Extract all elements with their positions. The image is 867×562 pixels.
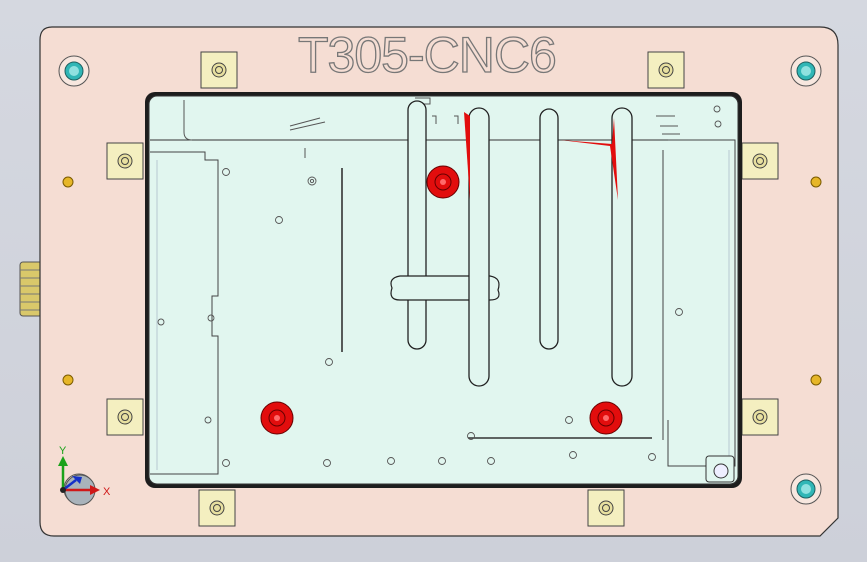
locator-pin-top-right[interactable] <box>790 55 822 87</box>
workpiece-pocket[interactable] <box>145 92 742 488</box>
slot-2[interactable] <box>468 107 490 387</box>
slot-1[interactable] <box>407 100 427 350</box>
dowel-pin-right-bottom[interactable] <box>810 374 822 386</box>
clamp-block-left-top[interactable] <box>106 142 144 180</box>
engraved-label: T305-CNC6 <box>298 27 556 83</box>
clamp-block-top-left[interactable] <box>200 51 238 89</box>
side-connector[interactable] <box>19 261 43 317</box>
clamp-block-right-top[interactable] <box>741 142 779 180</box>
locator-pin-top-left[interactable] <box>58 55 90 87</box>
locator-pin-bottom-right[interactable] <box>790 473 822 505</box>
clamp-block-right-bottom[interactable] <box>741 398 779 436</box>
clamp-block-left-bottom[interactable] <box>106 398 144 436</box>
datum-button-right[interactable] <box>589 401 623 435</box>
clamp-block-bottom-right[interactable] <box>587 489 625 527</box>
corner-reference-hole[interactable] <box>713 463 729 479</box>
datum-button-left[interactable] <box>260 401 294 435</box>
clamp-block-top-right[interactable] <box>647 51 685 89</box>
slot-4[interactable] <box>611 107 633 387</box>
datum-button-top[interactable] <box>426 165 460 199</box>
red-edge-highlight-left <box>464 112 470 200</box>
coordinate-triad: Y X <box>58 445 111 506</box>
axis-label-y: Y <box>59 445 67 457</box>
axis-label-x: X <box>103 486 111 498</box>
dowel-pin-right-top[interactable] <box>810 176 822 188</box>
dowel-pin-left-bottom[interactable] <box>62 374 74 386</box>
slot-3[interactable] <box>539 108 559 350</box>
clamp-block-bottom-left[interactable] <box>198 489 236 527</box>
dowel-pin-left-top[interactable] <box>62 176 74 188</box>
